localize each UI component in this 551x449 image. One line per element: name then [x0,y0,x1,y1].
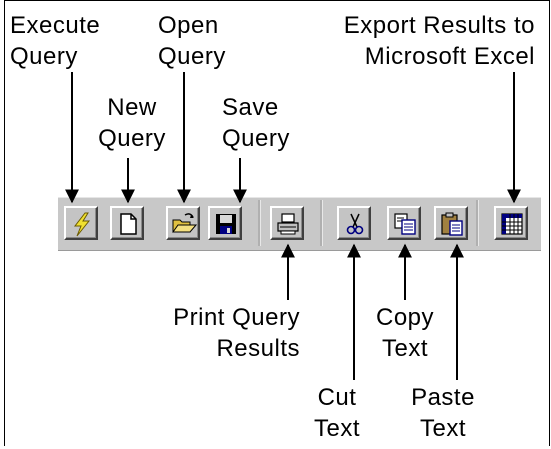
label-open-query: Open Query [158,12,226,70]
execute-query-button[interactable] [64,206,98,240]
open-folder-icon [172,213,197,233]
blank-page-icon [120,213,137,235]
toolbar-separator [320,200,323,246]
export-excel-button[interactable] [494,206,528,240]
floppy-disk-icon [216,214,236,234]
scissors-icon [346,213,364,235]
new-query-button[interactable] [110,206,144,240]
paste-clipboard-icon [441,212,463,236]
spreadsheet-grid-icon [501,213,523,235]
printer-icon [277,213,299,235]
label-execute-query: Execute Query [10,12,101,70]
label-save-query: Save Query [222,94,290,152]
toolbar-separator [476,200,479,246]
label-cut-text: Cut Text [313,384,360,442]
label-new-query: New Query [98,94,166,152]
print-query-results-button[interactable] [270,206,304,240]
label-copy-text: Copy Text [375,304,435,362]
toolbar-separator [258,200,261,246]
copy-text-button[interactable] [387,206,421,240]
open-query-button[interactable] [166,206,200,240]
lightning-bolt-icon [73,212,91,237]
cut-text-button[interactable] [337,206,371,240]
label-print-results: Print Query Results [173,304,300,362]
label-export-excel: Export Results to Microsoft Excel [343,12,535,70]
label-paste-text: Paste Text [411,384,475,442]
save-query-button[interactable] [208,206,242,240]
copy-icon [394,213,416,235]
paste-text-button[interactable] [434,206,468,240]
